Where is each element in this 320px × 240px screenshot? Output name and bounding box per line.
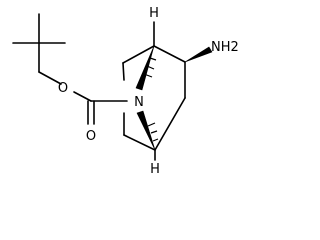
bond-right-ring-to-bottom	[154, 97, 186, 151]
ester-oxygen-label: O	[58, 81, 68, 96]
top-hydrogen-label: H	[149, 6, 159, 21]
hash-line-2	[146, 65, 155, 70]
hash-line-1	[149, 57, 157, 61]
hash-line-5	[150, 130, 158, 134]
bond-lower-left-ch2	[123, 134, 156, 151]
molecular-structure-diagram: O O N NH2 H H	[12, 6, 239, 177]
hash-line-6	[152, 138, 159, 142]
bond-bridgehead-top-to-right	[153, 45, 186, 63]
tert-butyl-group	[12, 13, 66, 73]
carbonyl-oxygen-label: O	[86, 129, 96, 144]
wedge-bond-to-amine	[184, 46, 213, 63]
bond-upper-left-down	[122, 62, 125, 81]
stereo-bonds	[135, 45, 213, 151]
wedge-bond-top-bridge	[135, 45, 155, 91]
bond-ester-oxygen-to-carbonyl	[73, 91, 92, 102]
amino-group-label: NH2	[211, 40, 239, 55]
carbamate-group	[38, 71, 128, 125]
bicyclic-framework	[122, 21, 186, 161]
bond-upper-left-ch2	[122, 45, 155, 64]
hash-line-3	[143, 73, 153, 78]
bridge-nitrogen-label: N	[134, 95, 144, 110]
hash-line-4	[147, 122, 156, 127]
wedge-bond-bottom-bridge	[136, 110, 156, 151]
bottom-hydrogen-label: H	[150, 162, 160, 177]
bond-c-to-ester-oxygen	[38, 71, 62, 85]
